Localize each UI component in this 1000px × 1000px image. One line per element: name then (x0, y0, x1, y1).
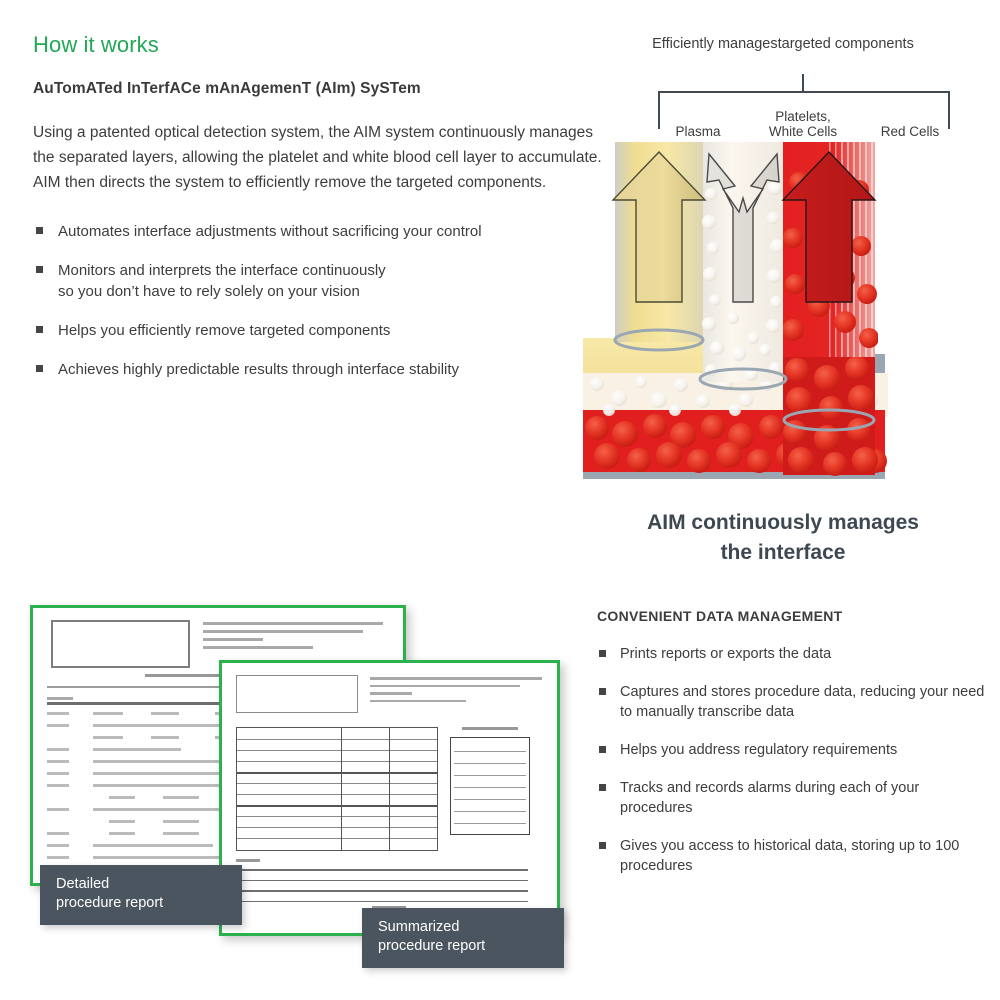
list-item-line1: Achieves highly predictable results thro… (58, 361, 460, 378)
report-table-title (145, 674, 255, 677)
diagram-caption-line2: the interface (720, 541, 846, 564)
square-bullet-icon (36, 227, 43, 234)
table-top-rule (47, 686, 387, 688)
report-screenshots: Detailed procedure report Summarized pro… (12, 595, 587, 968)
bracket-horizontal-line (658, 91, 950, 93)
label-platelets-line2: White Cells (768, 124, 838, 139)
report-logo-box (51, 620, 190, 668)
summarized-report-page[interactable] (219, 660, 560, 936)
features-list: Automates interface adjustments without … (33, 221, 623, 380)
component-labels: Plasma Platelets, White Cells Red Cells (643, 102, 973, 140)
list-item-line1: Monitors and interprets the interface co… (58, 262, 386, 279)
list-item: Achieves highly predictable results thro… (33, 359, 623, 380)
caption-line1: Detailed (56, 876, 110, 892)
list-item: Tracks and records alarms during each of… (597, 778, 987, 818)
separation-diagram: Efficiently managestargeted components P… (583, 30, 983, 564)
list-item-line1: Gives you access to historical data, (620, 838, 848, 854)
data-management-title: CONVENIENT DATA MANAGEMENT (597, 608, 843, 624)
label-red-cells: Red Cells (880, 124, 940, 139)
list-item: Automates interface adjustments without … (33, 221, 623, 242)
summary-side-box (450, 737, 530, 835)
report-logo-box (236, 675, 358, 713)
caption-line2: procedure report (56, 895, 164, 911)
white-cells-fork-arrow-icon (706, 152, 780, 303)
table-header-rule (47, 702, 387, 705)
plasma-arrow-icon (611, 150, 707, 303)
report-header-text (370, 677, 545, 707)
list-item-line1: Helps you address regulatory requirement… (620, 742, 898, 758)
data-management-list: Prints reports or exports the data Captu… (597, 644, 987, 876)
square-bullet-icon (36, 326, 43, 333)
notes-footer-chip (372, 906, 406, 909)
caption-line1: Summarized (378, 919, 460, 935)
list-item-line1: Prints reports or exports the data (620, 646, 832, 662)
caption-line2: procedure report (378, 938, 486, 954)
list-item-line1: Helps you efficiently remove targeted co… (58, 322, 391, 339)
summarized-report-caption: Summarized procedure report (362, 908, 564, 968)
list-item: Helps you efficiently remove targeted co… (33, 320, 623, 341)
list-item-line2: of your procedures (620, 780, 920, 816)
notes-label (236, 859, 260, 862)
list-item: Monitors and interprets the interface co… (33, 260, 623, 302)
list-item-line2: storing up to 100 procedures (620, 838, 960, 874)
detailed-report-caption: Detailed procedure report (40, 865, 242, 925)
diagram-caption-line1: AIM continuously manages (647, 511, 919, 534)
label-plasma: Plasma (675, 124, 721, 139)
bracket-right-tick (948, 91, 950, 129)
page-title: How it works (33, 32, 159, 57)
square-bullet-icon (599, 688, 606, 695)
square-bullet-icon (36, 365, 43, 372)
subheading: AuTomATed InTerfACe mAnAgemenT (AIm) SyS… (33, 80, 421, 97)
notes-lines (236, 869, 528, 911)
list-item-line2: reducing your need to manually transcrib… (620, 684, 985, 720)
report-header-text (203, 622, 388, 654)
summarized-report-content (222, 663, 557, 933)
how-it-works-section: How it works AuTomATed InTerfACe mAnAgem… (33, 32, 623, 398)
list-item: Captures and stores procedure data, redu… (597, 682, 987, 722)
label-platelets-white-cells: Platelets, White Cells (748, 109, 858, 139)
data-management-section: CONVENIENT DATA MANAGEMENT Prints report… (597, 608, 987, 894)
list-item: Gives you access to historical data, sto… (597, 836, 987, 876)
square-bullet-icon (599, 784, 606, 791)
label-platelets-line1: Platelets, (775, 109, 831, 124)
list-item-line1: Automates interface adjustments without … (58, 223, 482, 240)
list-item-line1: Captures and stores procedure data, (620, 684, 857, 700)
square-bullet-icon (599, 842, 606, 849)
square-bullet-icon (599, 650, 606, 657)
bracket-left-tick (658, 91, 660, 129)
diagram-caption: AIM continuously manages the interface (583, 508, 983, 568)
blood-separation-graphic (583, 142, 983, 497)
bracket-connector (658, 74, 950, 129)
bracket-stem (802, 74, 804, 92)
intro-paragraph: Using a patented optical detection syste… (33, 124, 602, 191)
list-item-line1: Tracks and records alarms during each (620, 780, 871, 796)
square-bullet-icon (36, 266, 43, 273)
diagram-title: Efficiently managestargeted components (652, 36, 914, 52)
list-item-line2: so you don’t have to rely solely on your… (58, 283, 360, 300)
list-item: Prints reports or exports the data (597, 644, 987, 664)
square-bullet-icon (599, 746, 606, 753)
summary-table (236, 727, 438, 851)
side-box-title (462, 727, 518, 730)
list-item: Helps you address regulatory requirement… (597, 740, 987, 760)
red-cells-arrow-icon (781, 150, 877, 303)
table-column-headers (47, 692, 387, 710)
